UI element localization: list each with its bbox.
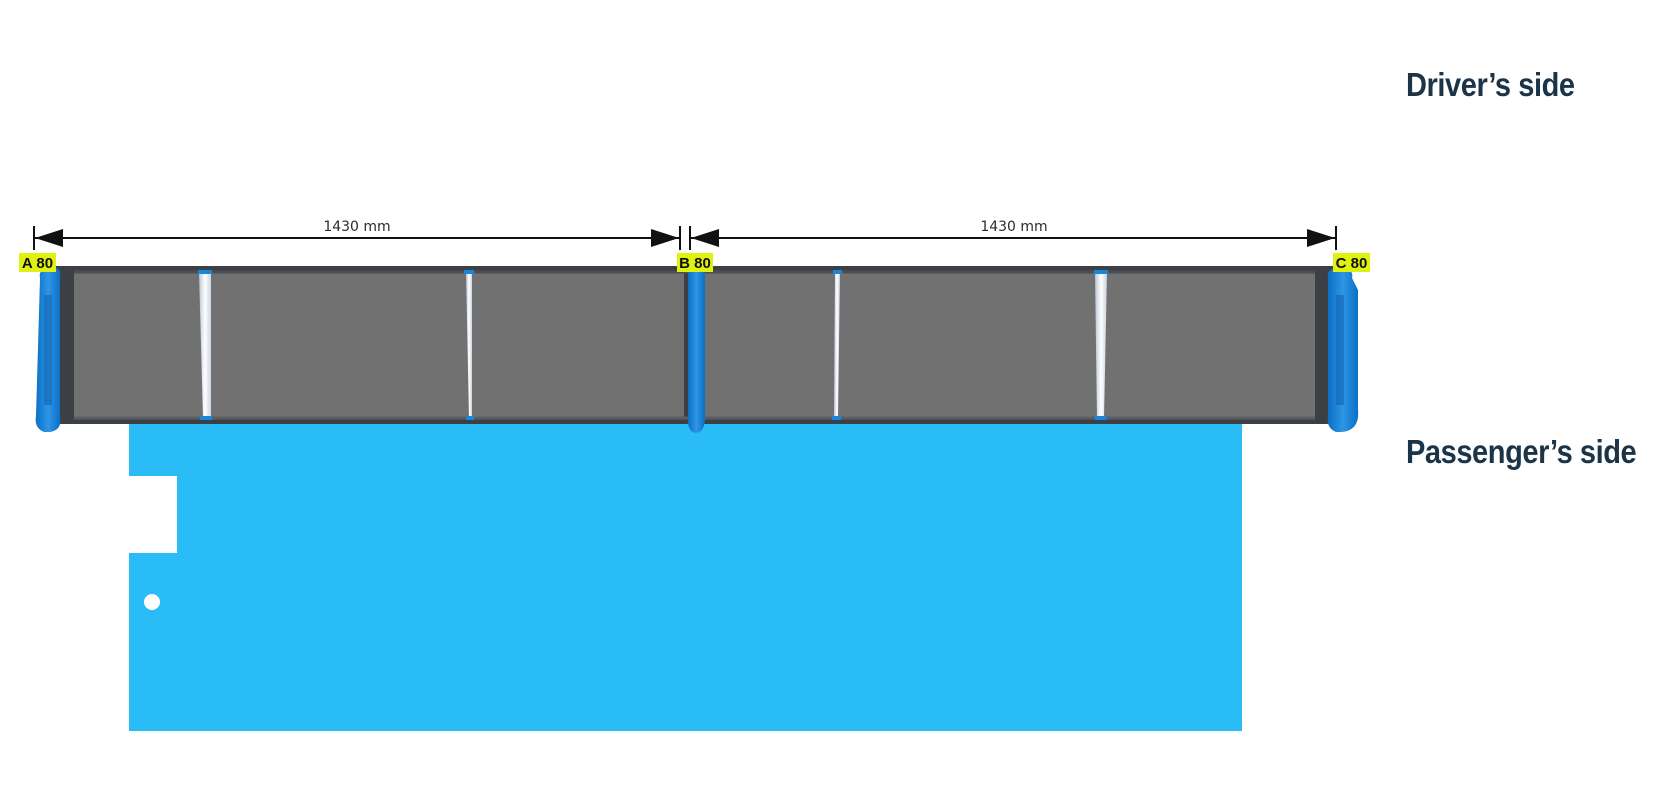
crossbar-panel-right	[704, 272, 1315, 418]
mount-tag-c: C 80	[1333, 253, 1370, 272]
mount-tag-a-label: A 80	[22, 255, 53, 272]
crossbar-slats	[198, 270, 1108, 420]
mount-tag-c-label: C 80	[1336, 255, 1368, 272]
drivers-side-label: Driver’s side	[1406, 66, 1575, 103]
dimension-left-label: 1430 mm	[323, 219, 390, 235]
bracket-b	[687, 268, 706, 433]
crossbar-panel-left	[74, 272, 684, 418]
mount-tag-a: A 80	[19, 253, 56, 272]
slat	[834, 272, 840, 418]
slat	[1095, 272, 1107, 418]
bracket-c	[1327, 268, 1359, 432]
bracket-a	[35, 268, 61, 432]
vehicle-floor-plate	[129, 424, 1242, 731]
mount-tag-b: B 80	[677, 253, 713, 272]
passengers-side-label: Passenger’s side	[1406, 433, 1637, 470]
dimension-right-label: 1430 mm	[980, 219, 1047, 235]
slat	[199, 272, 211, 418]
mount-tag-b-label: B 80	[679, 255, 711, 272]
slat	[466, 272, 472, 418]
mounting-hole	[144, 594, 160, 610]
dimension-left: 1430 mm	[33, 219, 681, 250]
dimension-right: 1430 mm	[689, 219, 1337, 250]
